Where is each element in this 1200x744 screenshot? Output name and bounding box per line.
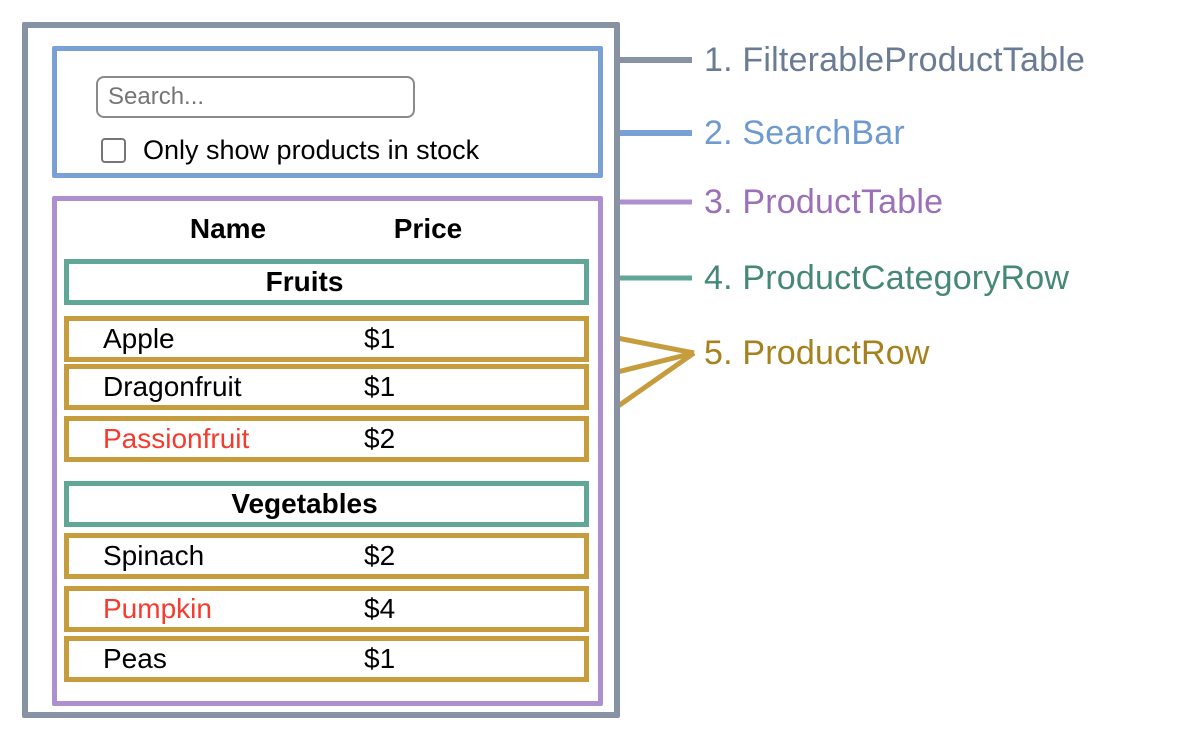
product-table-box: Name Price Fruits Apple $1 Dragonfruit $… bbox=[52, 196, 603, 706]
in-stock-checkbox-label: Only show products in stock bbox=[143, 135, 480, 165]
category-label: Vegetables bbox=[231, 488, 378, 519]
category-row-fruits: Fruits bbox=[64, 259, 589, 305]
product-price: $4 bbox=[364, 593, 396, 624]
product-row-passionfruit: Passionfruit $2 bbox=[64, 416, 589, 462]
table-header-row: Name Price bbox=[57, 213, 598, 245]
column-header-name: Name bbox=[189, 213, 267, 244]
in-stock-checkbox[interactable] bbox=[101, 138, 126, 163]
product-price: $2 bbox=[364, 423, 396, 454]
column-header-price: Price bbox=[393, 213, 463, 244]
product-price: $2 bbox=[364, 540, 396, 571]
product-name: Dragonfruit bbox=[103, 371, 242, 402]
product-row-dragonfruit: Dragonfruit $1 bbox=[64, 364, 589, 410]
product-price: $1 bbox=[364, 643, 396, 674]
legend-product-table: 3. ProductTable bbox=[704, 183, 944, 221]
product-price: $1 bbox=[364, 371, 396, 402]
product-name: Spinach bbox=[103, 540, 205, 571]
search-input[interactable] bbox=[96, 76, 415, 118]
product-price: $1 bbox=[364, 323, 396, 354]
legend-filterable-product-table: 1. FilterableProductTable bbox=[704, 41, 1086, 79]
product-name: Passionfruit bbox=[103, 423, 250, 454]
product-name: Pumpkin bbox=[103, 593, 212, 624]
category-row-vegetables: Vegetables bbox=[64, 481, 589, 527]
search-bar-box: Only show products in stock bbox=[52, 46, 603, 178]
product-row-spinach: Spinach $2 bbox=[64, 533, 589, 579]
legend-product-row: 5. ProductRow bbox=[704, 334, 930, 372]
product-row-pumpkin: Pumpkin $4 bbox=[64, 586, 589, 632]
in-stock-checkbox-row: Only show products in stock bbox=[101, 135, 479, 166]
product-name: Apple bbox=[103, 323, 175, 354]
category-label: Fruits bbox=[265, 266, 344, 297]
legend-product-category-row: 4. ProductCategoryRow bbox=[704, 259, 1070, 297]
product-name: Peas bbox=[103, 643, 167, 674]
legend-search-bar: 2. SearchBar bbox=[704, 114, 905, 152]
filterable-product-table-box: Only show products in stock Name Price F… bbox=[22, 22, 620, 718]
product-row-peas: Peas $1 bbox=[64, 636, 589, 682]
product-row-apple: Apple $1 bbox=[64, 316, 589, 362]
